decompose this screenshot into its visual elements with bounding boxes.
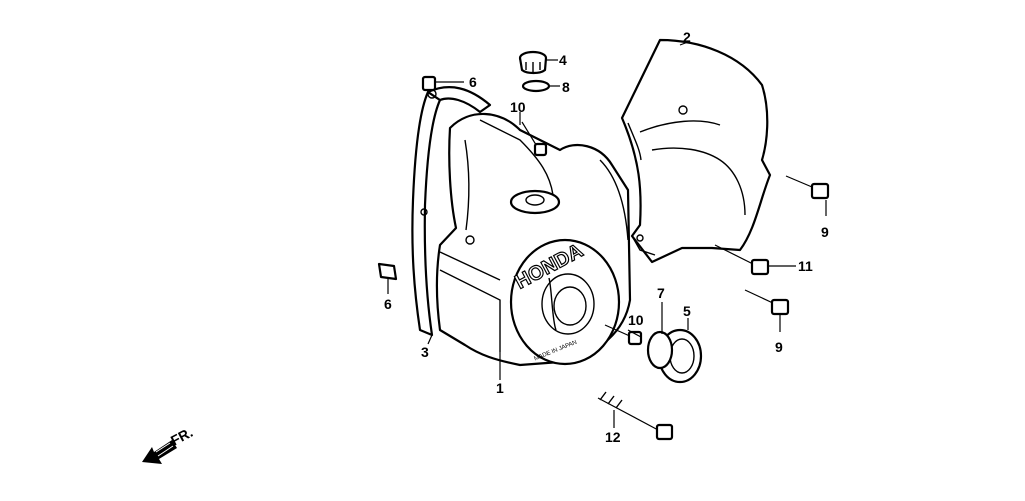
leader-lines: [387, 41, 827, 428]
callout-2: 2: [683, 29, 691, 45]
callout-12: 12: [605, 429, 621, 445]
callout-6-top: 6: [469, 74, 477, 90]
callout-5: 5: [683, 303, 691, 319]
left-crankcase-cover: [435, 112, 632, 367]
sprocket-cover: [620, 38, 772, 264]
front-direction-arrow: [142, 440, 177, 464]
callout-4: 4: [559, 52, 567, 68]
cap-o-ring: [646, 330, 674, 370]
callout-9-upper: 9: [821, 224, 829, 240]
o-ring: [521, 79, 551, 93]
callout-3: 3: [421, 344, 429, 360]
callout-1: 1: [496, 380, 504, 396]
callout-11: 11: [798, 258, 813, 274]
callout-8: 8: [562, 79, 570, 95]
oil-filler-cap: [518, 50, 548, 75]
bolt-12: [597, 391, 674, 441]
bolt-10-upper: [521, 121, 548, 157]
dowel-pin-left: [377, 262, 398, 281]
bolt-11: [714, 244, 770, 276]
callout-6-left: 6: [384, 296, 392, 312]
dowel-pin-top: [421, 75, 437, 92]
callout-7: 7: [657, 285, 665, 301]
callout-10-upper: 10: [510, 99, 526, 115]
callout-9-lower: 9: [775, 339, 783, 355]
bolt-9-upper: [785, 175, 830, 200]
callout-10-lower: 10: [628, 312, 644, 328]
bolt-9-lower: [744, 289, 790, 316]
